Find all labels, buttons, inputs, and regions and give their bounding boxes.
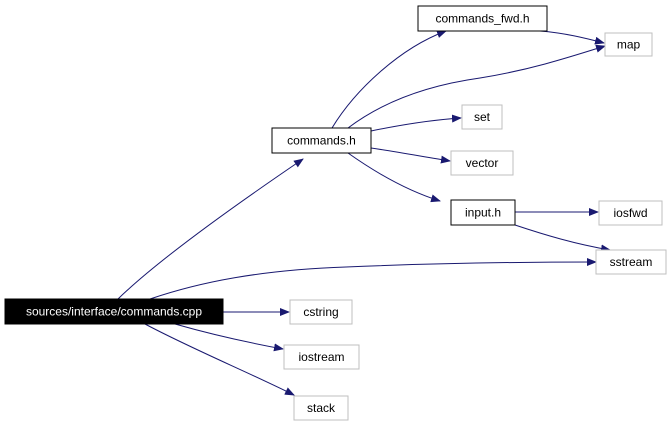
edge-input-h-to-sstream: [514, 224, 611, 253]
node-label-sstream: sstream: [610, 255, 653, 269]
edge-commands-cpp-to-commands-h: [117, 158, 304, 300]
node-label-commands-cpp: sources/interface/commands.cpp: [26, 305, 202, 319]
node-iostream: iostream: [283, 344, 360, 370]
node-label-commands-fwd-h: commands_fwd.h: [435, 12, 529, 26]
node-box-commands-cpp: [4, 298, 224, 325]
node-box-sstream: [595, 249, 667, 275]
node-commands-fwd-h[interactable]: commands_fwd.h: [417, 5, 548, 32]
node-label-stack: stack: [307, 401, 336, 415]
node-box-iosfwd: [598, 200, 663, 226]
node-commands-h[interactable]: commands.h: [271, 127, 372, 154]
node-label-map: map: [617, 38, 641, 52]
node-box-input-h: [450, 199, 516, 226]
edge-commands-cpp-to-stack: [144, 323, 295, 396]
node-iosfwd: iosfwd: [598, 200, 663, 226]
node-stack: stack: [293, 395, 349, 421]
edge-commands-cpp-to-sstream: [149, 258, 597, 300]
edge-commands-h-to-commands-fwd-h: [331, 30, 447, 129]
node-box-commands-h: [271, 127, 372, 154]
node-box-map: [604, 32, 653, 57]
node-map: map: [604, 32, 653, 57]
node-box-iostream: [283, 344, 360, 370]
edge-commands-h-to-map: [347, 44, 606, 129]
edge-commands-h-to-vector: [370, 147, 451, 164]
node-label-commands-h: commands.h: [287, 134, 356, 148]
node-label-input-h: input.h: [465, 206, 501, 220]
node-box-stack: [293, 395, 349, 421]
node-commands-cpp[interactable]: sources/interface/commands.cpp: [4, 298, 224, 325]
node-label-iosfwd: iosfwd: [613, 206, 647, 220]
node-label-cstring: cstring: [303, 305, 338, 319]
node-label-set: set: [474, 110, 491, 124]
node-cstring: cstring: [289, 299, 353, 325]
edge-commands-h-to-input-h: [347, 152, 441, 203]
node-sstream: sstream: [595, 249, 667, 275]
node-box-commands-fwd-h: [417, 5, 548, 32]
edges-layer: [117, 30, 611, 396]
node-box-vector: [450, 150, 514, 176]
node-vector: vector: [450, 150, 514, 176]
node-box-set: [461, 104, 503, 130]
edge-commands-fwd-h-to-map: [539, 30, 605, 45]
node-box-cstring: [289, 299, 353, 325]
node-label-vector: vector: [466, 156, 499, 170]
edge-commands-cpp-to-iostream: [174, 323, 284, 352]
node-input-h[interactable]: input.h: [450, 199, 516, 226]
node-label-iostream: iostream: [298, 350, 344, 364]
nodes-layer: sources/interface/commands.cpp commands_f…: [4, 5, 667, 421]
edge-commands-h-to-set: [370, 114, 462, 132]
node-set: set: [461, 104, 503, 130]
